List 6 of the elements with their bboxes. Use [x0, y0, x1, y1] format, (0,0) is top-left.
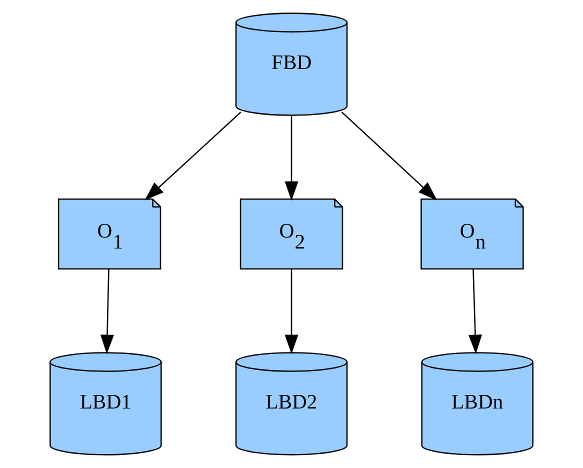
arrow	[284, 269, 298, 354]
arrow	[341, 112, 438, 200]
arrow	[468, 269, 482, 354]
arrow	[100, 269, 114, 354]
arrow	[144, 112, 242, 200]
arrow	[284, 115, 298, 201]
